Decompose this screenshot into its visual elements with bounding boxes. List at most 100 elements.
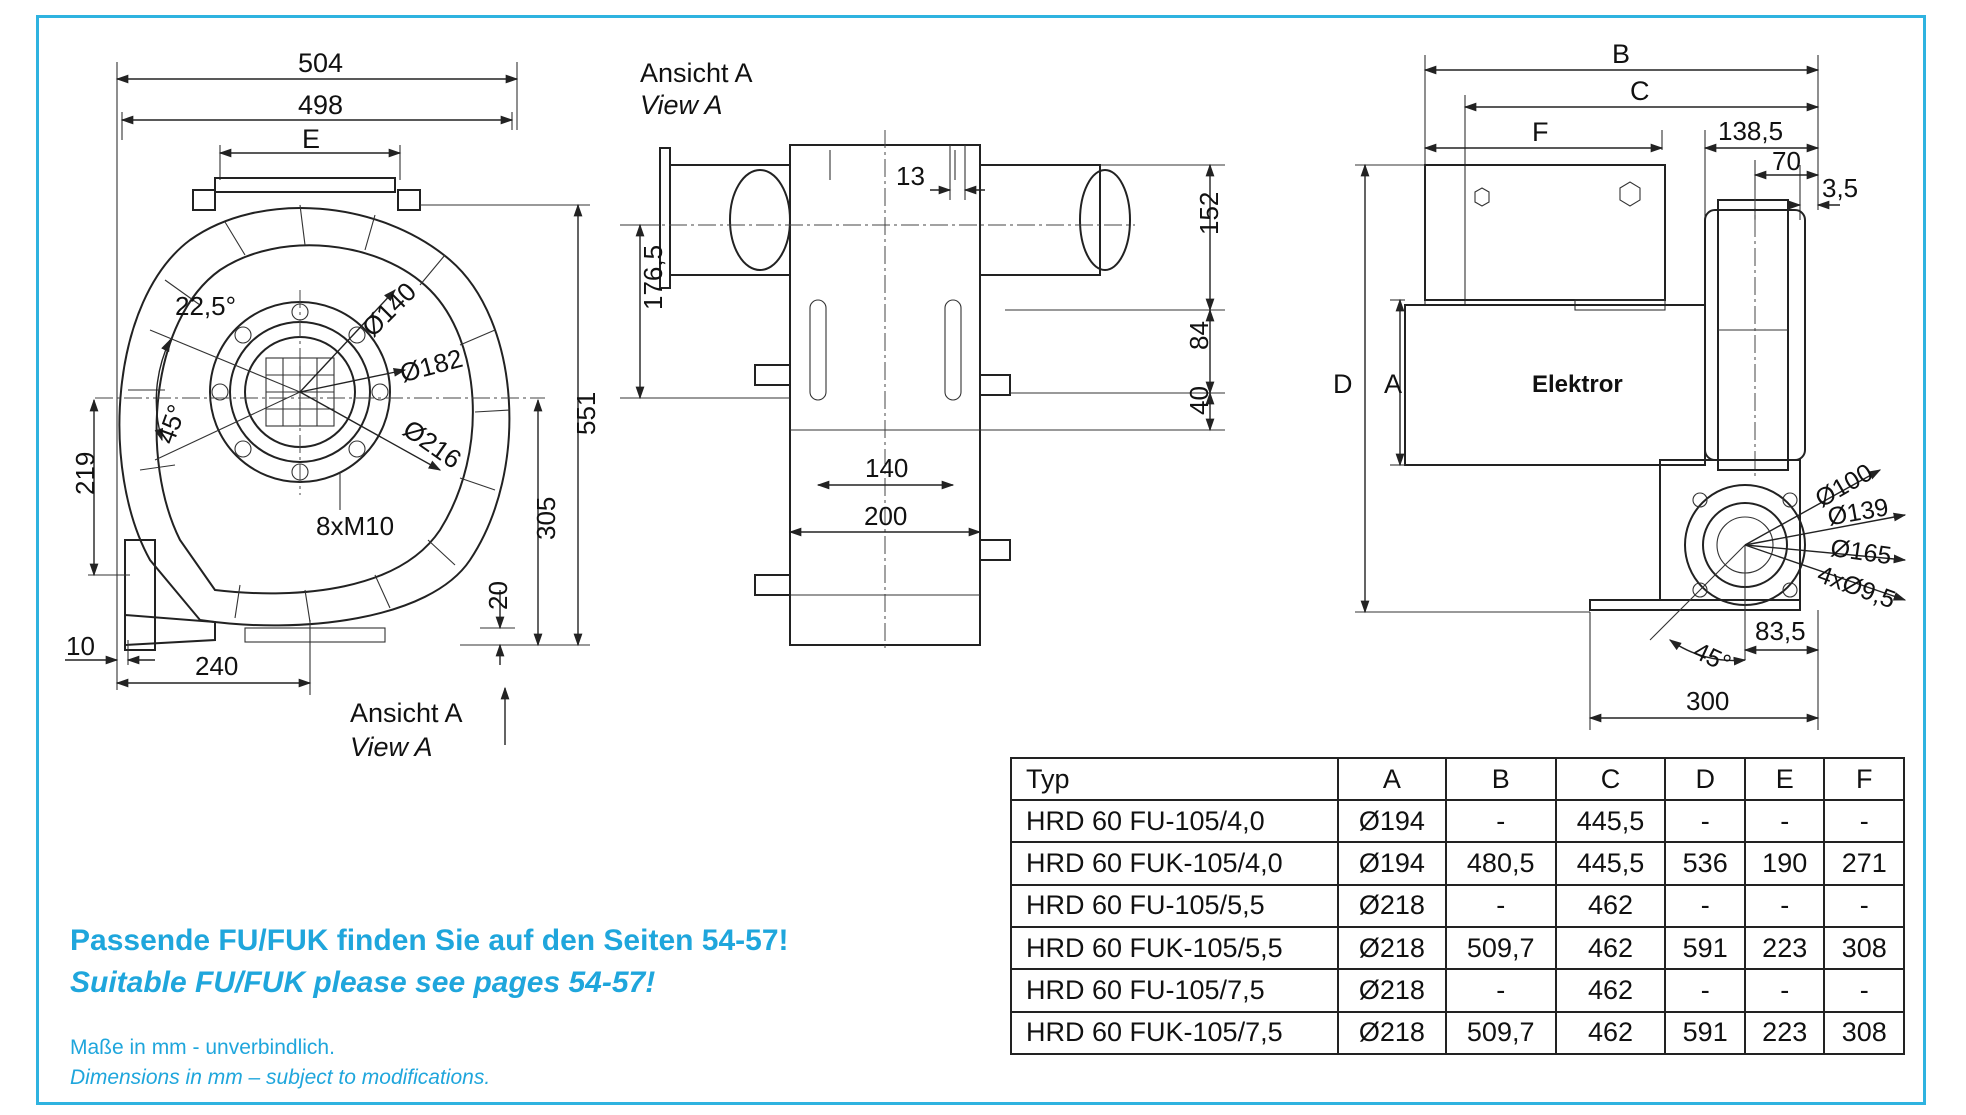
notice-german: Passende FU/FUK finden Sie auf den Seite… — [70, 924, 789, 957]
front-dim-219: 219 — [70, 452, 100, 495]
front-dim-498: 498 — [298, 90, 343, 120]
right-motor-brand: Elektror — [1532, 371, 1623, 398]
table-cell: - — [1743, 798, 1826, 844]
table-cell: - — [1823, 798, 1905, 844]
table-cell: - — [1823, 883, 1905, 928]
table-header-c: C — [1554, 757, 1667, 801]
table-cell: 445,5 — [1554, 798, 1667, 844]
right-dim-b: B — [1612, 39, 1630, 69]
front-dim-305: 305 — [531, 497, 561, 540]
table-cell: 591 — [1664, 925, 1746, 971]
right-dim-70: 70 — [1772, 146, 1801, 176]
right-dim-a: A — [1384, 369, 1402, 399]
table-header-row: Typ A B C D E F — [1010, 757, 1905, 801]
table-cell: Ø218 — [1337, 1010, 1447, 1056]
front-dim-20: 20 — [483, 581, 513, 610]
front-dim-240: 240 — [195, 651, 238, 681]
page-reference-notice: Passende FU/FUK finden Sie auf den Seite… — [70, 920, 789, 1004]
side-view-a: Ansicht A View A 13 176,5 — [620, 58, 1225, 650]
dimensions-footnote: Maße in mm - unverbindlich. Dimensions i… — [70, 1033, 490, 1093]
table-row: HRD 60 FU-105/5,5 Ø218 - 462 - - - — [1010, 883, 1905, 928]
table-cell: 462 — [1554, 1010, 1667, 1056]
table-cell: - — [1743, 883, 1826, 928]
front-dim-d140: Ø140 — [356, 276, 422, 342]
table-cell: 190 — [1743, 841, 1826, 886]
front-dim-d182: Ø182 — [397, 343, 466, 388]
table-cell: - — [1823, 968, 1905, 1013]
front-view-label-en: View A — [350, 732, 433, 762]
table-cell: HRD 60 FU-105/7,5 — [1010, 968, 1339, 1013]
table-row: HRD 60 FUK-105/7,5 Ø218 509,7 462 591 22… — [1010, 1010, 1905, 1056]
table-cell: HRD 60 FUK-105/7,5 — [1010, 1010, 1339, 1056]
table-cell: Ø218 — [1337, 883, 1447, 928]
table-cell: - — [1664, 883, 1746, 928]
table-cell: 445,5 — [1554, 841, 1667, 886]
table-cell: - — [1664, 968, 1746, 1013]
table-cell: 509,7 — [1444, 925, 1557, 971]
right-dim-f: F — [1532, 117, 1549, 147]
side-dim-200: 200 — [864, 501, 907, 531]
table-row: HRD 60 FU-105/4,0 Ø194 - 445,5 - - - — [1010, 798, 1905, 844]
side-dim-40: 40 — [1184, 386, 1214, 415]
right-dim-d: D — [1333, 369, 1353, 399]
page-frame — [36, 15, 1926, 1105]
side-dim-176-5: 176,5 — [638, 245, 668, 310]
front-dim-e: E — [302, 124, 320, 154]
side-title-de: Ansicht A — [640, 58, 753, 88]
table-cell: 480,5 — [1444, 841, 1557, 886]
table-row: HRD 60 FU-105/7,5 Ø218 - 462 - - - — [1010, 968, 1905, 1013]
table-row: HRD 60 FUK-105/4,0 Ø194 480,5 445,5 536 … — [1010, 841, 1905, 886]
side-title-en: View A — [640, 90, 723, 120]
table-cell: 308 — [1823, 1010, 1905, 1056]
table-cell: HRD 60 FU-105/5,5 — [1010, 883, 1339, 928]
right-dim-300: 300 — [1686, 686, 1729, 716]
footnote-english: Dimensions in mm – subject to modificati… — [70, 1066, 491, 1089]
table-cell: - — [1743, 968, 1826, 1013]
side-dim-13: 13 — [896, 161, 925, 191]
front-view: 504 498 E — [65, 48, 601, 762]
footnote-german: Maße in mm - unverbindlich. — [70, 1036, 335, 1059]
table-cell: HRD 60 FUK-105/5,5 — [1010, 925, 1339, 971]
front-dim-504: 504 — [298, 48, 343, 78]
side-dim-152: 152 — [1194, 192, 1224, 235]
side-dim-84: 84 — [1184, 321, 1214, 350]
front-view-label-de: Ansicht A — [350, 698, 463, 728]
spec-table: Typ A B C D E F HRD 60 FU-105/4,0 Ø194 -… — [1010, 757, 1905, 1056]
table-cell: 223 — [1743, 1010, 1826, 1056]
table-cell: 509,7 — [1444, 1010, 1557, 1056]
right-dim-83-5: 83,5 — [1755, 616, 1806, 646]
table-header-typ: Typ — [1010, 757, 1339, 801]
table-cell: 462 — [1554, 883, 1667, 928]
side-dim-140: 140 — [865, 453, 908, 483]
table-cell: Ø194 — [1337, 798, 1447, 844]
table-row: HRD 60 FUK-105/5,5 Ø218 509,7 462 591 22… — [1010, 925, 1905, 971]
right-dim-138-5: 138,5 — [1718, 116, 1783, 146]
right-dim-3-5: 3,5 — [1822, 173, 1858, 203]
table-cell: 223 — [1743, 925, 1826, 971]
table-header-d: D — [1664, 757, 1746, 801]
table-cell: 462 — [1554, 925, 1667, 971]
table-cell: Ø194 — [1337, 841, 1447, 886]
table-cell: Ø218 — [1337, 925, 1447, 971]
table-cell: 462 — [1554, 968, 1667, 1013]
table-header-a: A — [1337, 757, 1447, 801]
table-cell: 271 — [1823, 841, 1905, 886]
table-cell: 536 — [1664, 841, 1746, 886]
table-cell: - — [1664, 798, 1746, 844]
table-header-e: E — [1743, 757, 1826, 801]
table-cell: HRD 60 FUK-105/4,0 — [1010, 841, 1339, 886]
notice-english: Suitable FU/FUK please see pages 54-57! — [70, 966, 656, 999]
front-dim-551: 551 — [571, 392, 601, 435]
table-header-f: F — [1823, 757, 1905, 801]
table-cell: - — [1444, 968, 1557, 1013]
front-dim-22-5: 22,5° — [175, 291, 236, 321]
front-dim-bolts: 8xM10 — [316, 511, 394, 541]
right-dim-c: C — [1630, 76, 1650, 106]
table-cell: 308 — [1823, 925, 1905, 971]
table-cell: - — [1444, 883, 1557, 928]
front-dim-10: 10 — [66, 631, 95, 661]
table-cell: Ø218 — [1337, 968, 1447, 1013]
table-cell: - — [1444, 798, 1557, 844]
right-view: B C F 138,5 70 3,5 Elektror — [1333, 39, 1907, 730]
